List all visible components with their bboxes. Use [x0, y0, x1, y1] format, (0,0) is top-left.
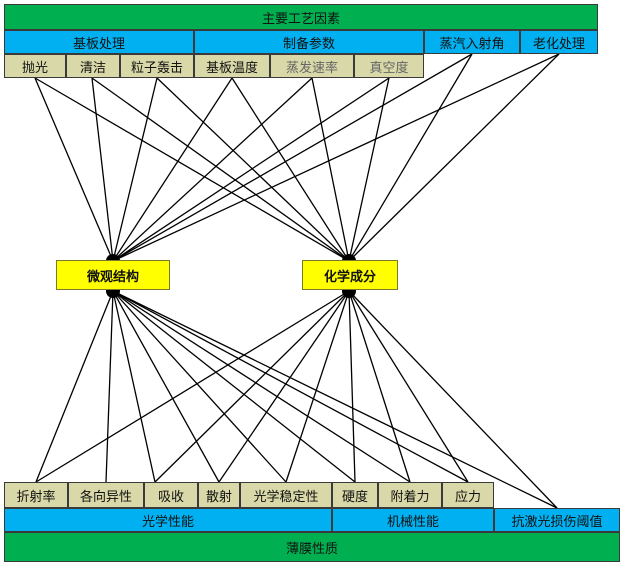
prop-absorption: 吸收	[144, 482, 198, 508]
connector-ion-micro	[112, 77, 158, 262]
connector-micro-hard	[112, 290, 356, 483]
connector-clean-chem	[91, 77, 350, 262]
prop-anisotropy: 各向异性	[68, 482, 144, 508]
param-ion: 粒子轰击	[120, 54, 194, 78]
connector-polish-chem	[34, 77, 350, 262]
group-laser-damage-threshold: 抗激光损伤阈值	[494, 508, 620, 532]
connector-aging-chem	[348, 53, 560, 262]
prop-scattering: 散射	[198, 482, 240, 508]
connector-micro-aniso	[105, 290, 114, 483]
connector-micro-adhes	[112, 290, 411, 483]
connector-temp-chem	[231, 77, 350, 262]
connector-micro-scatter	[112, 290, 220, 483]
param-polish: 抛光	[4, 54, 66, 78]
group-aging: 老化处理	[520, 30, 598, 54]
param-rate: 蒸发速率	[270, 54, 354, 78]
connector-rate-micro	[112, 77, 313, 262]
group-mechanical: 机械性能	[332, 508, 494, 532]
connector-temp-micro	[112, 77, 233, 262]
top-title-bar: 主要工艺因素	[4, 4, 598, 30]
prop-adhesion: 附着力	[378, 482, 442, 508]
prop-hardness: 硬度	[332, 482, 378, 508]
connector-chem-absorb	[154, 290, 350, 483]
connector-angle-chem	[348, 53, 473, 262]
connector-micro-stress	[112, 290, 469, 483]
group-substrate: 基板处理	[4, 30, 194, 54]
param-clean: 清洁	[66, 54, 120, 78]
group-prep: 制备参数	[194, 30, 424, 54]
node-micro-structure: 微观结构	[56, 260, 170, 290]
connector-micro-ldt	[112, 290, 558, 509]
group-optical: 光学性能	[4, 508, 332, 532]
param-vacuum: 真空度	[354, 54, 424, 78]
connector-aging-micro	[112, 53, 560, 262]
bottom-title-bar: 薄膜性质	[4, 532, 620, 562]
node-chemical-composition: 化学成分	[302, 260, 398, 290]
connector-chem-adhes	[348, 290, 411, 483]
connector-chem-ldt	[348, 290, 558, 509]
connector-micro-absorb	[112, 290, 156, 483]
connector-micro-optstab	[112, 290, 287, 483]
param-temp: 基板温度	[194, 54, 270, 78]
group-angle: 蒸汽入射角	[424, 30, 520, 54]
connector-chem-optstab	[285, 290, 350, 483]
connector-clean-micro	[91, 77, 114, 262]
connector-micro-refr	[35, 290, 114, 483]
connector-chem-stress	[348, 290, 469, 483]
connector-ion-chem	[156, 77, 350, 262]
connector-chem-hard	[348, 290, 356, 483]
prop-refractive-index: 折射率	[4, 482, 68, 508]
connector-rate-chem	[311, 77, 350, 262]
prop-stress: 应力	[442, 482, 494, 508]
prop-optical-stability: 光学稳定性	[240, 482, 332, 508]
connector-angle-micro	[112, 53, 473, 262]
connector-chem-refr	[35, 290, 350, 483]
connector-vacuum-micro	[112, 77, 390, 262]
connector-chem-scatter	[218, 290, 350, 483]
connector-vacuum-chem	[348, 77, 390, 262]
connector-polish-micro	[34, 77, 114, 262]
